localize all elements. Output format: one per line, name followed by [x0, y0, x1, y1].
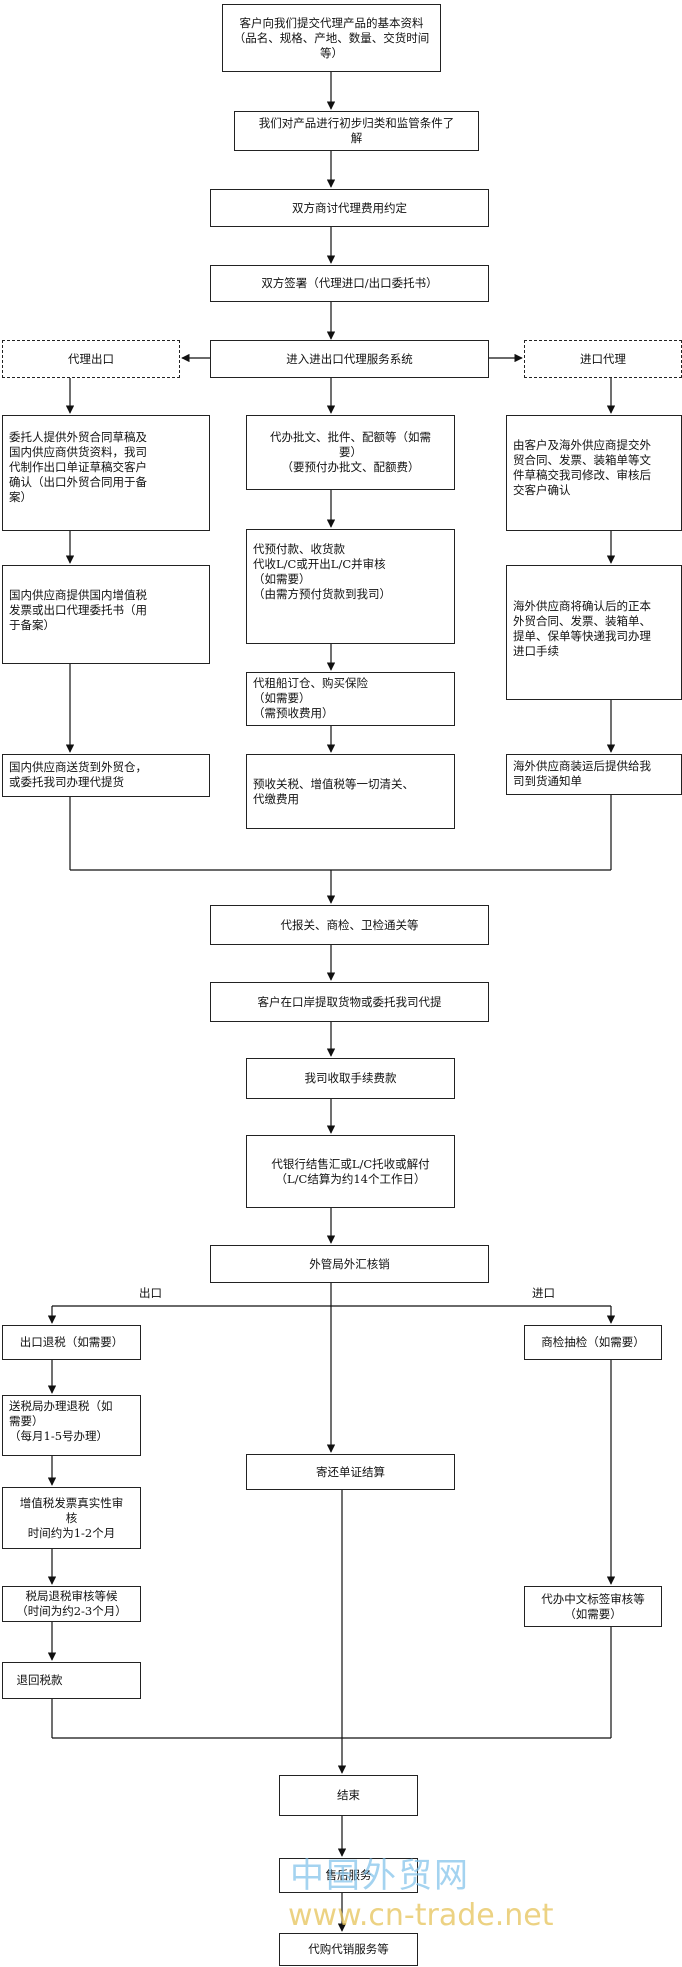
- tax-refund-returned: 退回税款: [2, 1662, 141, 1699]
- after-sales-service: 售后服务: [279, 1858, 418, 1893]
- step-cargo-pickup: 客户在口岸提取货物或委托我司代提: [210, 982, 489, 1022]
- tax-bureau-refund-filing: 送税局办理退税（如 需要） （每月1-5号办理）: [2, 1395, 141, 1456]
- vat-invoice-verification: 增值税发票真实性审 核 时间约为1-2个月: [2, 1487, 141, 1549]
- end-box: 结束: [279, 1775, 418, 1816]
- export-tax-refund: 出口退税（如需要）: [2, 1325, 141, 1360]
- import-step-original-documents: 海外供应商将确认后的正本 外贸合同、发票、装箱单、 提单、保单等快递我司办理 进…: [506, 565, 682, 700]
- export-step-vat-invoice: 国内供应商提供国内增值税 发票或出口代理委托书（用 于备案）: [2, 565, 210, 664]
- procurement-sales-service: 代购代销服务等: [279, 1933, 418, 1966]
- import-agency-header: 进口代理: [524, 340, 682, 378]
- step-collect-fees: 我司收取手续费款: [246, 1058, 455, 1099]
- step-forex-verification: 外管局外汇核销: [210, 1245, 489, 1283]
- watermark-url: www.cn-trade.net: [288, 1898, 554, 1933]
- step-submit-product-info: 客户向我们提交代理产品的基本资料 （品名、规格、产地、数量、交货时间 等）: [222, 4, 441, 72]
- branch-label-export: 出口: [139, 1286, 162, 1300]
- tax-refund-review-wait: 税局退税审核等候 （时间为约2-3个月）: [2, 1586, 141, 1622]
- export-step-delivery: 国内供应商送货到外贸仓， 或委托我司办理代提货: [2, 754, 210, 797]
- middle-step-payments-lc: 代预付款、收货款 代收L/C或开出L/C并审核 （如需要） （由需方预付货款到我…: [246, 529, 455, 644]
- branch-label-import: 进口: [532, 1286, 555, 1300]
- export-step-contract-draft: 委托人提供外贸合同草稿及 国内供应商供货资料，我司 代制作出口单证草稿交客户 确…: [2, 415, 210, 531]
- step-preliminary-classification: 我们对产品进行初步归类和监管条件了 解: [234, 111, 479, 151]
- inspection-sampling: 商检抽检（如需要）: [524, 1325, 662, 1360]
- step-bank-settlement: 代银行结售汇或L/C托收或解付 （L/C结算为约14个工作日）: [246, 1135, 455, 1208]
- import-step-contract-draft: 由客户及海外供应商提交外 贸合同、发票、装箱单等文 件草稿交我司修改、审核后 交…: [506, 415, 682, 531]
- return-documents-settlement: 寄还单证结算: [246, 1454, 455, 1490]
- step-negotiate-fees: 双方商讨代理费用约定: [210, 189, 489, 227]
- chinese-label-review: 代办中文标签审核等 （如需要）: [524, 1586, 662, 1627]
- import-step-arrival-notice: 海外供应商装运后提供给我 司到货通知单: [506, 754, 682, 795]
- middle-step-permits: 代办批文、批件、配额等（如需 要） （要预付办批文、配额费）: [246, 415, 455, 490]
- export-agency-header: 代理出口: [2, 340, 180, 378]
- watermark-site-name: 中国外贸网: [290, 1856, 470, 1896]
- service-system-box: 进入进出口代理服务系统: [210, 340, 489, 378]
- step-customs-clearance: 代报关、商检、卫检通关等: [210, 905, 489, 945]
- step-sign-agreement: 双方签署（代理进口/出口委托书）: [210, 265, 489, 302]
- middle-step-prepay-duties: 预收关税、增值税等一切清关、 代缴费用: [246, 754, 455, 829]
- middle-step-shipping-insurance: 代租船订仓、购买保险 （如需要） （需预收费用）: [246, 672, 455, 726]
